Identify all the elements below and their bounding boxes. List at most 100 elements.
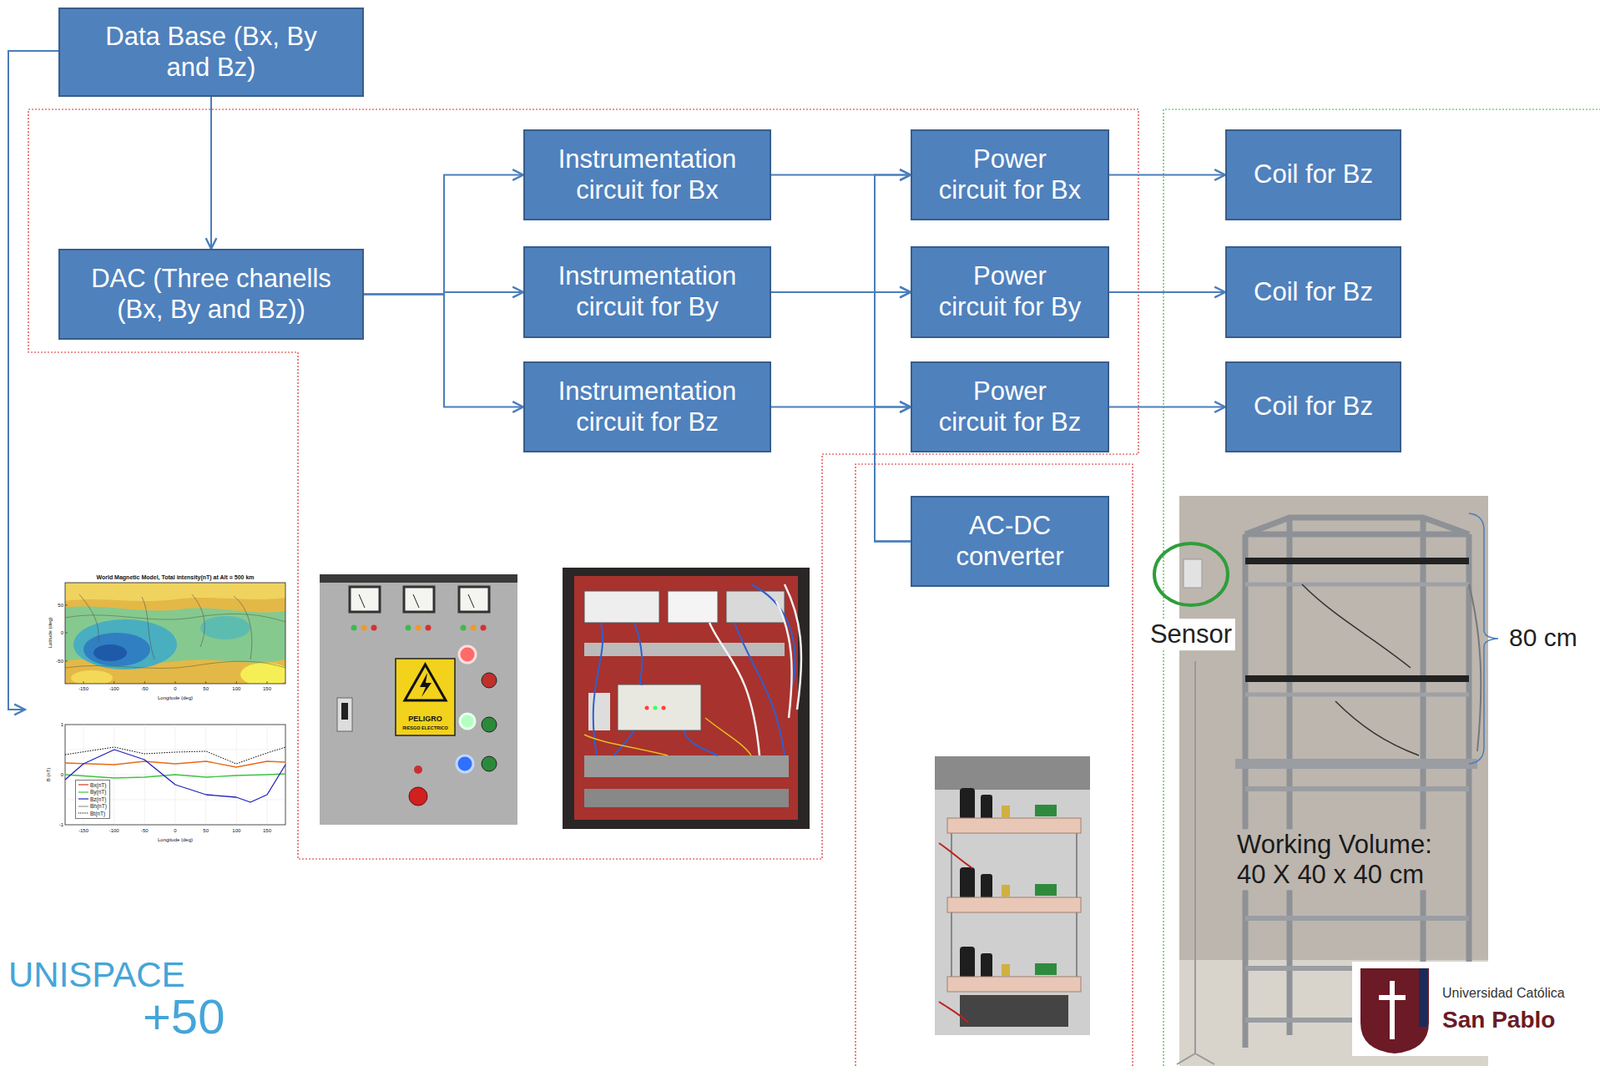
process-box: Instrumentation circuit for By [523, 246, 772, 339]
tick-label: 50 [202, 686, 209, 692]
control-panel-photo [349, 586, 380, 612]
power-board-photo [980, 794, 993, 820]
process-box: Power circuit for Bx [910, 129, 1110, 221]
control-panel-photo [459, 646, 476, 663]
box-text: Power circuit for By [937, 261, 1083, 323]
coil-frame-photo [1245, 517, 1469, 535]
tick-label: 50 [57, 602, 64, 609]
axis-label: Longitude (deg) [157, 837, 193, 843]
power-board-photo [1034, 963, 1057, 975]
power-board-photo [1034, 804, 1057, 817]
legend-entry: Bx(nT) [78, 781, 107, 789]
legend-sample [78, 805, 89, 807]
sensor-symbol [1183, 559, 1202, 588]
power-board-photo [951, 832, 1077, 977]
legend-text: Bx(nT) [90, 782, 107, 788]
connector-arrow [874, 407, 911, 542]
tick-label: 0 [173, 827, 177, 834]
connector-arrow [874, 175, 911, 542]
power-board-photo [947, 976, 1081, 992]
callout-label: Sensor [1146, 618, 1236, 651]
dimension-label: 80 cm [1509, 623, 1578, 653]
control-panel-photo [395, 658, 455, 736]
axis-label: Longitude (deg) [157, 695, 193, 702]
tick-label: 50 [202, 827, 209, 834]
control-panel-photo [419, 672, 432, 697]
connector-arrow [363, 294, 524, 408]
control-panel-photo [459, 586, 490, 612]
cabinet-photo [584, 642, 785, 657]
tick-label: 100 [232, 686, 241, 692]
world-map-chart [83, 632, 151, 667]
dimension-bracket [1468, 513, 1499, 764]
power-board-photo [934, 756, 1091, 790]
coil-frame-photo [1245, 560, 1469, 679]
cabinet-photo [584, 755, 789, 778]
tick-label: 0 [60, 772, 64, 778]
axis-label: B (nT) [45, 767, 52, 783]
box-text: Coil for Bz [1253, 391, 1373, 423]
region-outline [1163, 109, 1600, 1066]
power-board-photo [934, 756, 1091, 1035]
connector-arrow [1109, 291, 1226, 293]
box-text: Power circuit for Bz [937, 376, 1083, 438]
control-panel-photo [415, 625, 422, 631]
field-line-chart [65, 761, 286, 768]
university-logo [1360, 968, 1429, 1054]
coil-frame-photo [1235, 758, 1478, 769]
legend-text: Bz(nT) [90, 796, 107, 803]
world-map-chart [65, 582, 286, 684]
connector-arrow [1109, 174, 1226, 177]
field-line-chart [65, 724, 286, 825]
process-box: Data Base (Bx, By and Bz) [58, 7, 364, 97]
world-map-chart [65, 582, 286, 601]
field-line-chart [65, 773, 286, 778]
tick-label: -1 [59, 822, 64, 828]
tick-label: 0 [173, 686, 177, 692]
cabinet-photo [661, 706, 667, 711]
cabinet-photo [574, 575, 798, 820]
legend-text: By(nT) [90, 788, 107, 795]
legend-sample [78, 782, 89, 788]
control-panel-photo [460, 625, 467, 631]
cabinet-photo [726, 590, 785, 623]
cabinet-photo [667, 590, 718, 623]
university-logo [1378, 980, 1406, 1040]
control-panel-photo [351, 625, 358, 631]
box-text: DAC (Three chanells (Bx, By and Bz)) [69, 263, 354, 325]
power-board-photo [938, 842, 973, 1023]
tick-label: -100 [109, 827, 120, 834]
tick-label: 150 [262, 827, 272, 834]
cabinet-photo [593, 584, 796, 756]
data-flow-line [8, 50, 59, 710]
legend-sample [78, 810, 89, 816]
control-panel-photo [319, 574, 518, 825]
legend-text: Bh(nT) [90, 802, 107, 809]
power-board-photo [947, 897, 1081, 913]
cabinet-photo [617, 684, 702, 731]
tick-label: -100 [109, 686, 120, 692]
cabinet-photo [584, 717, 752, 756]
control-panel-photo [459, 713, 475, 729]
coil-frame-photo [1468, 584, 1481, 752]
coil-frame-photo [1302, 584, 1419, 756]
box-text: Coil for Bz [1253, 277, 1373, 308]
control-panel-photo [456, 755, 474, 773]
process-box: DAC (Three chanells (Bx, By and Bz)) [58, 248, 364, 340]
power-board-photo [959, 787, 975, 820]
process-box: Instrumentation circuit for Bz [523, 361, 772, 453]
cabinet-photo [584, 788, 789, 808]
power-board-photo [959, 946, 975, 979]
control-panel-photo [470, 625, 477, 631]
logo-text: UNISPACE [8, 957, 186, 993]
world-map-chart [65, 582, 291, 687]
tick-label: -150 [78, 686, 89, 692]
box-text: Instrumentation circuit for Bx [539, 144, 757, 206]
connector-arrow [874, 292, 911, 542]
legend-entry: Bz(nT) [78, 795, 107, 803]
world-map-chart [65, 613, 286, 622]
control-panel-photo [358, 594, 475, 608]
tick-label: -50 [141, 827, 149, 834]
control-panel-photo [481, 672, 497, 688]
dimension-bracket [1468, 513, 1499, 764]
